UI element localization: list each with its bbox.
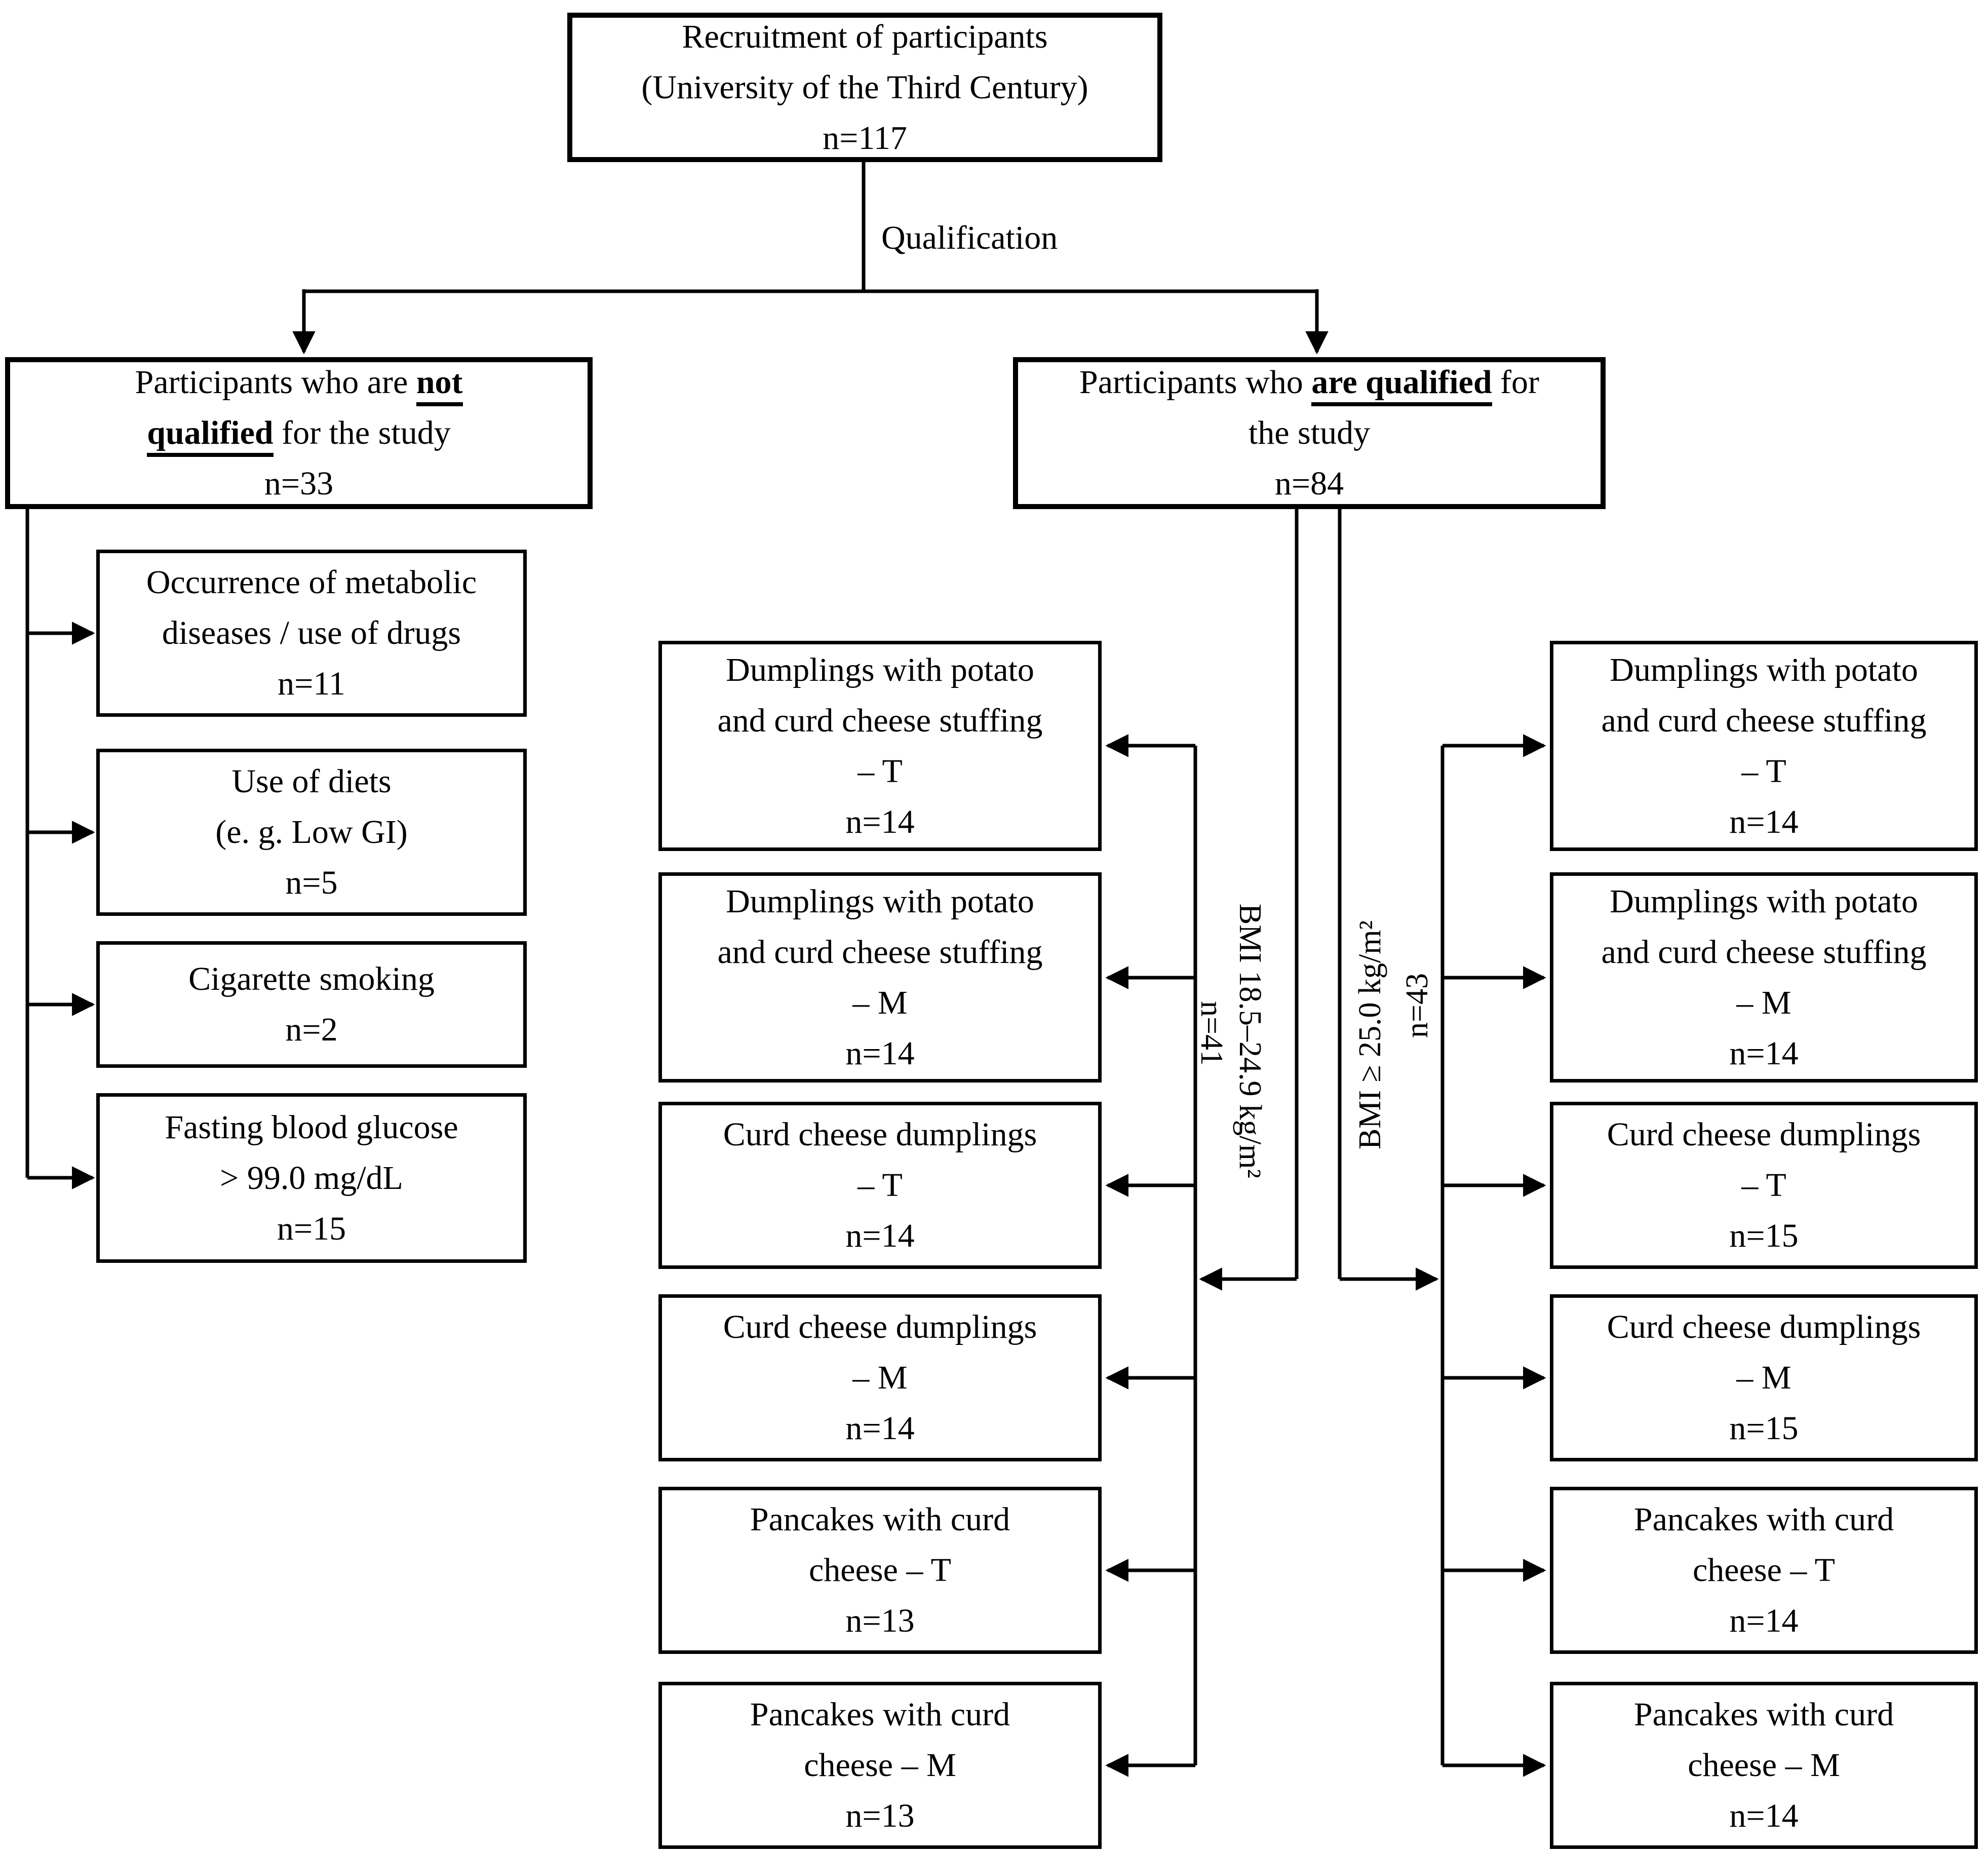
- box-text-line: – M: [852, 984, 908, 1021]
- box-text-line: Cigarette smoking: [188, 960, 435, 997]
- box-text-line: diseases / use of drugs: [162, 614, 461, 651]
- not-qualified-emph-qualified: qualified: [147, 414, 274, 457]
- box-text-line: Dumplings with potato: [1610, 651, 1918, 688]
- box-text-line: n=15: [1729, 1410, 1799, 1447]
- box-text-line: – M: [1736, 984, 1791, 1021]
- box-text-line: Dumplings with potato: [726, 882, 1034, 920]
- box-text-line: – T: [1741, 752, 1786, 790]
- overweight-group-box-curd-dumplings-t: Curd cheese dumplings – T n=15: [1550, 1102, 1978, 1269]
- not-qualified-emph-not: not: [416, 364, 463, 406]
- exclusion-box-smoking: Cigarette smoking n=2: [96, 941, 527, 1068]
- normal-group-box-pancakes-m: Pancakes with curd cheese – M n=13: [658, 1682, 1102, 1849]
- qualified-box: Participants who are qualified for the s…: [1013, 357, 1606, 509]
- normal-group-box-dumplings-potato-t: Dumplings with potato and curd cheese stu…: [658, 641, 1102, 851]
- box-text-line: cheese – M: [1688, 1747, 1840, 1784]
- box-text-line: n=13: [845, 1602, 915, 1639]
- overweight-group-box-curd-dumplings-m: Curd cheese dumplings – M n=15: [1550, 1294, 1978, 1461]
- not-qualified-line2-text: for the study: [273, 414, 451, 451]
- box-text-line: cheese – T: [809, 1552, 951, 1589]
- exclusion-box-diets: Use of diets (e. g. Low GI) n=5: [96, 749, 527, 916]
- box-text-line: – T: [857, 1167, 903, 1204]
- box-text-line: n=14: [1729, 803, 1799, 840]
- box-text-line: Curd cheese dumplings: [723, 1116, 1037, 1153]
- box-text-line: > 99.0 mg/dL: [220, 1159, 403, 1196]
- box-text-line: Curd cheese dumplings: [1607, 1308, 1921, 1345]
- box-text-line: n=14: [845, 1034, 915, 1072]
- box-text-line: n=15: [1729, 1217, 1799, 1254]
- box-text-line: and curd cheese stuffing: [717, 933, 1043, 971]
- bmi-normal-branch-label: BMI 18.5–24.9 kg/m²: [1233, 903, 1267, 1179]
- box-text-line: Use of diets: [231, 763, 392, 800]
- box-text-line: (University of the Third Century): [641, 68, 1088, 106]
- overweight-group-box-pancakes-m: Pancakes with curd cheese – M n=14: [1550, 1682, 1978, 1849]
- box-text-line: Curd cheese dumplings: [1607, 1116, 1921, 1153]
- qualified-line1-text: Participants who: [1079, 364, 1312, 401]
- box-text-line: cheese – M: [804, 1747, 956, 1784]
- box-text-line: n=2: [285, 1011, 338, 1048]
- overweight-group-box-dumplings-potato-t: Dumplings with potato and curd cheese stu…: [1550, 641, 1978, 851]
- overweight-group-box-dumplings-potato-m: Dumplings with potato and curd cheese stu…: [1550, 872, 1978, 1083]
- not-qualified-count: n=33: [264, 465, 334, 502]
- box-text-line: and curd cheese stuffing: [1601, 933, 1927, 971]
- not-qualified-box: Participants who are not qualified for t…: [5, 357, 593, 509]
- box-text-line: Occurrence of metabolic: [146, 564, 477, 601]
- box-text-line: Pancakes with curd: [1633, 1501, 1894, 1538]
- box-text-line: n=15: [277, 1210, 346, 1247]
- bmi-overweight-branch-label: BMI ≥ 25.0 kg/m²: [1353, 920, 1387, 1150]
- exclusion-box-metabolic-diseases: Occurrence of metabolic diseases / use of…: [96, 550, 527, 717]
- box-text-line: – M: [1736, 1359, 1791, 1396]
- box-text-line: Fasting blood glucose: [165, 1108, 458, 1146]
- box-text-line: – M: [852, 1359, 908, 1396]
- box-text-line: Dumplings with potato: [1610, 882, 1918, 920]
- box-text-line: n=14: [845, 1410, 915, 1447]
- overweight-group-box-pancakes-t: Pancakes with curd cheese – T n=14: [1550, 1487, 1978, 1654]
- bmi-overweight-branch-count: n=43: [1400, 973, 1434, 1038]
- qualified-line1-after: for: [1492, 364, 1540, 401]
- normal-group-box-curd-dumplings-m: Curd cheese dumplings – M n=14: [658, 1294, 1102, 1461]
- box-text-line: n=14: [1729, 1602, 1799, 1639]
- qualified-line2: the study: [1248, 414, 1371, 451]
- box-text-line: Recruitment of participants: [682, 18, 1048, 55]
- box-text-line: – T: [857, 752, 903, 790]
- bmi-normal-branch-count: n=41: [1194, 1001, 1229, 1066]
- normal-group-box-dumplings-potato-m: Dumplings with potato and curd cheese stu…: [658, 872, 1102, 1083]
- box-text-line: Pancakes with curd: [750, 1696, 1010, 1733]
- exclusion-box-fasting-glucose: Fasting blood glucose > 99.0 mg/dL n=15: [96, 1093, 527, 1263]
- box-text-line: Curd cheese dumplings: [723, 1308, 1037, 1345]
- box-text-line: (e. g. Low GI): [215, 814, 408, 851]
- not-qualified-line1-text: Participants who are: [135, 364, 416, 401]
- box-text-line: n=14: [845, 803, 915, 840]
- normal-group-box-pancakes-t: Pancakes with curd cheese – T n=13: [658, 1487, 1102, 1654]
- box-text-line: cheese – T: [1693, 1552, 1835, 1589]
- box-text-line: n=14: [1729, 1034, 1799, 1072]
- box-text-line: n=13: [845, 1797, 915, 1834]
- qualified-count: n=84: [1274, 465, 1344, 502]
- box-text-line: Pancakes with curd: [750, 1501, 1010, 1538]
- box-text-line: Pancakes with curd: [1633, 1696, 1894, 1733]
- box-text-line: and curd cheese stuffing: [717, 702, 1043, 739]
- qualification-edge-label: Qualification: [881, 219, 1058, 256]
- recruitment-box: Recruitment of participants (University o…: [567, 13, 1162, 162]
- box-text-line: n=14: [845, 1217, 915, 1254]
- box-text-line: n=14: [1729, 1797, 1799, 1834]
- box-text-line: – T: [1741, 1167, 1786, 1204]
- qualified-emph-are-qualified: are qualified: [1311, 364, 1492, 406]
- box-text-line: n=5: [285, 864, 338, 901]
- box-text-line: Dumplings with potato: [726, 651, 1034, 688]
- box-text-line: and curd cheese stuffing: [1601, 702, 1927, 739]
- normal-group-box-curd-dumplings-t: Curd cheese dumplings – T n=14: [658, 1102, 1102, 1269]
- box-text-line: n=117: [823, 119, 907, 157]
- box-text-line: n=11: [278, 665, 345, 702]
